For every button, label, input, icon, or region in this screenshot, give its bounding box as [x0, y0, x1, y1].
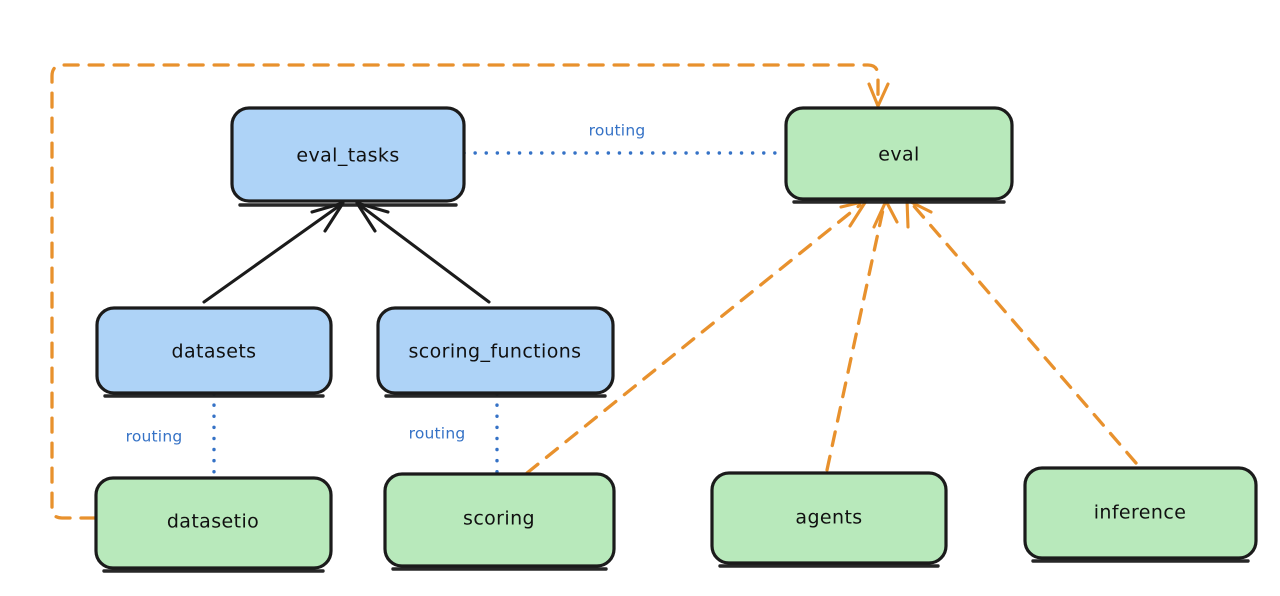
node-inference[interactable]: inference — [1023, 466, 1258, 563]
edge-datasetio-to-eval — [50, 63, 890, 520]
edge-agents-to-eval — [825, 199, 899, 472]
node-datasetio-label: datasetio — [167, 511, 259, 533]
node-agents[interactable]: agents — [710, 471, 948, 568]
node-layer: eval_tasks eval datasets scoring_functio… — [94, 106, 1258, 573]
node-inference-box[interactable] — [1023, 466, 1258, 560]
node-eval_tasks[interactable]: eval_tasks — [230, 106, 466, 207]
edge-path-scoring-eval — [525, 203, 862, 475]
edge-path-scoring_functions-eval_tasks — [359, 204, 491, 304]
node-eval_tasks-box[interactable] — [230, 106, 466, 203]
node-eval-label: eval — [878, 144, 919, 166]
edge-label-routing-scoring_functions-scoring: routing — [409, 425, 466, 443]
edge-path-agents-eval — [825, 203, 886, 472]
node-eval[interactable]: eval — [784, 106, 1014, 204]
edge-scoring_functions-to-eval_tasks — [355, 201, 491, 304]
node-scoring_functions-box[interactable] — [376, 306, 615, 395]
node-scoring-label: scoring — [463, 508, 535, 530]
arrowhead-datasets-eval_tasks — [310, 201, 345, 233]
node-scoring[interactable]: scoring — [383, 472, 616, 571]
node-agents-label: agents — [795, 507, 862, 529]
edge-label-routing-eval_tasks-eval: routing — [589, 122, 646, 140]
arrowhead-scoring_functions-eval_tasks — [355, 201, 390, 233]
arrowhead-scoring-eval — [839, 199, 868, 228]
node-inference-label: inference — [1094, 502, 1187, 524]
node-eval_tasks-label: eval_tasks — [296, 145, 399, 167]
edge-label-routing-datasets-datasetio: routing — [126, 428, 183, 446]
node-eval-box[interactable] — [784, 106, 1014, 201]
node-datasets-label: datasets — [172, 341, 257, 363]
edge-label-layer: routing routing routing — [126, 122, 646, 446]
edge-layer — [50, 63, 1138, 520]
edge-inference-to-eval — [905, 198, 1138, 465]
arrowhead-agents-eval — [872, 199, 899, 229]
node-agents-box[interactable] — [710, 471, 948, 565]
arrowhead-datasetio-eval — [867, 82, 890, 108]
edge-path-inference-eval — [911, 203, 1138, 465]
node-scoring-box[interactable] — [383, 472, 616, 568]
node-datasets-box[interactable] — [95, 306, 333, 395]
node-datasetio[interactable]: datasetio — [94, 476, 333, 573]
node-scoring_functions[interactable]: scoring_functions — [376, 306, 615, 398]
node-scoring_functions-label: scoring_functions — [409, 341, 582, 363]
edge-path-datasetio-eval — [50, 63, 880, 520]
edge-path-datasets-eval_tasks — [202, 204, 341, 304]
edge-datasets-to-eval_tasks — [202, 201, 345, 304]
node-datasets[interactable]: datasets — [95, 306, 333, 398]
node-datasetio-box[interactable] — [94, 476, 333, 570]
